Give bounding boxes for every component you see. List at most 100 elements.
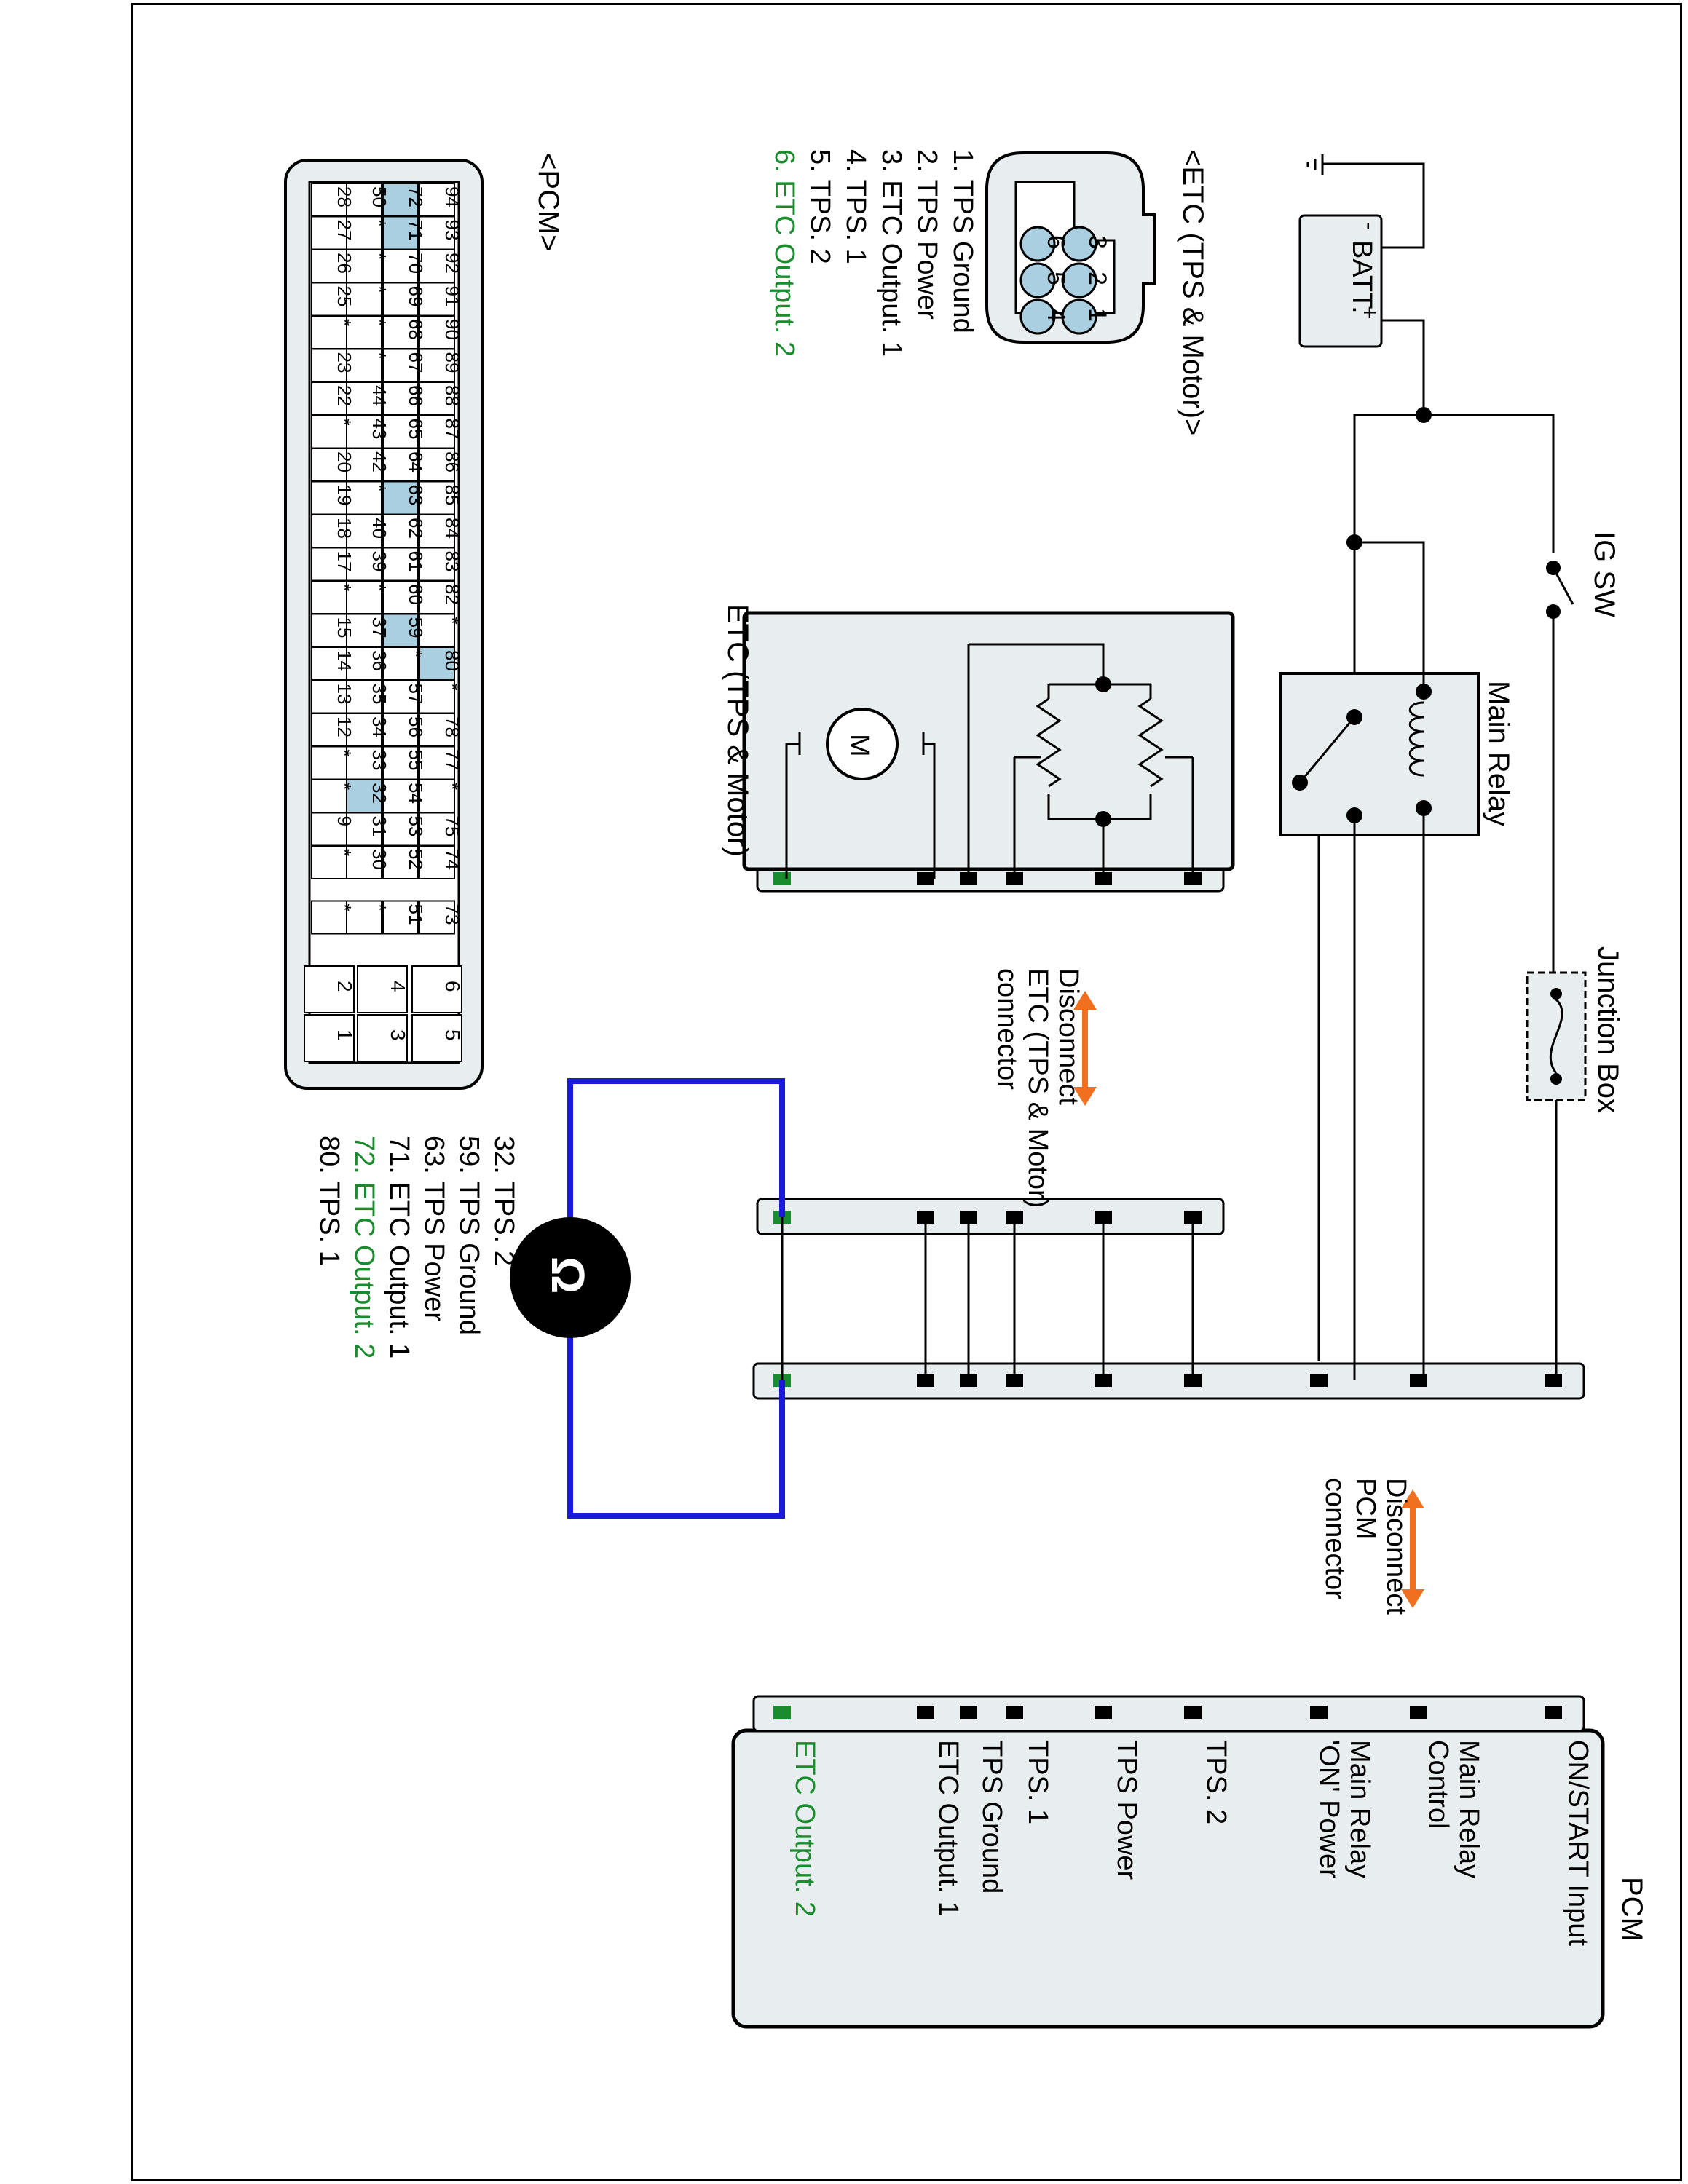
- pcm-pin-number-0-10: 84: [441, 518, 463, 539]
- pcm-pin-cell-0-15: [419, 679, 455, 714]
- pcm-pin-number-2-2: *: [368, 253, 390, 260]
- pcm-pin-number-0-0: 94: [441, 186, 463, 207]
- pcm-pin-number-1-14: *: [405, 650, 427, 657]
- pcm-pin-cell-3-13: [311, 613, 347, 648]
- pcm-pin-cell-3-14: [311, 646, 347, 681]
- etc-legend-4: 4. TPS. 1: [840, 149, 871, 264]
- pcm-pin-cell-3-11: [311, 547, 347, 582]
- pcm-pin-number-3-6: 22: [334, 385, 355, 406]
- pcm-pin-cell-1-14: [382, 646, 419, 681]
- pcm-pin-cell-0-9: [419, 480, 455, 515]
- disconnect-etc-arrow-head-b: [1073, 1087, 1097, 1106]
- ig-sw-blade: [1552, 567, 1574, 605]
- pcm-pin-number-1-0: 72: [405, 186, 427, 207]
- pcm-pin-number-0-12: 82: [441, 584, 463, 605]
- pcm-pin-number-3-2: 26: [334, 253, 355, 274]
- pcm-legend-1: 32. TPS. 2: [489, 1136, 519, 1266]
- etc-component-pin-6: [773, 872, 791, 885]
- pcm-small-number-1: 1: [334, 1029, 356, 1041]
- pcm-pin-cell-3-12: [311, 580, 347, 614]
- disconnect-etc-text-2: ETC (TPS & Motor): [1022, 968, 1053, 1208]
- relay-coil-top: [1416, 684, 1432, 700]
- pcm-pin-number-2-6: 44: [368, 385, 390, 406]
- pcm-pin-number-0-15: *: [441, 684, 463, 691]
- ig-sw-feed: [1424, 414, 1555, 553]
- pcm-pin-cell-0-11: [419, 547, 455, 582]
- fuse-element: [1549, 998, 1563, 1074]
- pcm-pin-cell-1-19: [382, 812, 419, 847]
- pcm-pin-number-0-6: 88: [441, 385, 463, 406]
- etc-legend-1: 1. TPS Ground: [947, 149, 978, 333]
- pcm-pin-5: [1095, 1706, 1112, 1719]
- relay-coil-feed: [1354, 541, 1425, 692]
- pcm-pin-number-0-21: 73: [441, 904, 463, 925]
- pcm-pin-cell-2-15: [346, 679, 382, 714]
- etc-legend-5: 5. TPS. 2: [805, 149, 835, 264]
- tps-power-wire: [969, 643, 1105, 684]
- pcm-pin-cell-0-12: [419, 580, 455, 614]
- pcm-pin-number-0-7: 87: [441, 419, 463, 440]
- pcm-pin-cell-3-21: [311, 900, 347, 935]
- pcm-pin-number-1-19: 53: [405, 816, 427, 837]
- pcm-pin-number-1-12: 60: [405, 584, 427, 605]
- pcm-pin-9: [773, 1706, 791, 1719]
- fuse-terminal-b: [1550, 1073, 1562, 1085]
- pcm-small-number-3: 3: [387, 1029, 409, 1041]
- pcm-small-cell-3: [357, 1014, 408, 1062]
- pcm-pin-label-2: Control: [1423, 1740, 1454, 1829]
- pcm-pin-number-3-18: *: [334, 783, 355, 790]
- pcm-pin-number-1-15: 57: [405, 684, 427, 705]
- pcm-pin-2: [1410, 1706, 1427, 1719]
- disconnect-etc-text-3: connector: [992, 968, 1022, 1090]
- pcm-pin-cell-2-20: [346, 845, 382, 879]
- pcm-legend-5: 72. ETC Output. 2: [349, 1136, 379, 1358]
- disconnect-pcm-text-2: PCM: [1350, 1478, 1381, 1539]
- pcm-pin-number-2-11: 39: [368, 551, 390, 572]
- pcm-pin-number-3-12: *: [334, 584, 355, 591]
- pcm-pin-cell-1-4: [382, 315, 419, 349]
- pcm-pin-number-0-18: *: [441, 783, 463, 790]
- pcm-pin-number-1-7: 65: [405, 419, 427, 440]
- pcm-pin-cell-3-9: [311, 480, 347, 515]
- pcm-pin-number-3-8: 20: [334, 451, 355, 472]
- pcm-pin-number-0-8: 86: [441, 451, 463, 472]
- pcm-pin-number-0-11: 83: [441, 551, 463, 572]
- pcm-pin-number-3-1: 27: [334, 220, 355, 241]
- pcm-pin-number-2-21: *: [368, 904, 390, 911]
- pcm-pin-number-2-15: 35: [368, 684, 390, 705]
- pcm-pin-8: [917, 1706, 934, 1719]
- tps-resistor-2: [1137, 697, 1164, 788]
- pcm-pin-number-1-17: 55: [405, 750, 427, 771]
- pcm-pin-cell-0-16: [419, 713, 455, 747]
- pcm-pin-cell-3-16: [311, 713, 347, 747]
- pcm-pin-number-3-7: *: [334, 419, 355, 426]
- pcm-pin-number-0-16: 78: [441, 716, 463, 737]
- pcm-pin-number-1-2: 70: [405, 253, 427, 274]
- fuse-terminal-a: [1550, 988, 1562, 1000]
- pcm-pin-number-0-17: 77: [441, 750, 463, 771]
- etc-connector-pin-label-1: 1: [1084, 308, 1111, 322]
- pcm-pin-number-3-4: *: [334, 319, 355, 326]
- pcm-connector-strip: [752, 1695, 1585, 1733]
- pcm-legend-2: 59. TPS Ground: [454, 1136, 484, 1335]
- pcm-pin-number-2-12: *: [368, 584, 390, 591]
- pcm-pin-cell-0-17: [419, 745, 455, 780]
- meter-lead-b: [567, 1310, 785, 1519]
- pcm-pin-number-2-9: *: [368, 485, 390, 492]
- pcm-pin-number-3-13: 15: [334, 617, 355, 638]
- pcm-pin-cell-2-13: [346, 613, 382, 648]
- pcm-harness-pin-3: [1310, 1374, 1328, 1387]
- etc-connector-pin-label-5: 5: [1042, 272, 1070, 285]
- tps-resistor-1: [1036, 697, 1062, 788]
- pcm-pin-3: [1310, 1706, 1328, 1719]
- etc-connector-title: <ETC (TPS & Motor)>: [1177, 149, 1209, 435]
- pcm-pin-number-1-13: 59: [405, 617, 427, 638]
- pcm-legend-3: 63. TPS Power: [419, 1136, 449, 1321]
- pcm-pin-cell-1-2: [382, 249, 419, 283]
- etc-legend-2: 2. TPS Power: [912, 149, 942, 320]
- pcm-pin-number-1-9: 63: [405, 485, 427, 506]
- diagram-border: [131, 3, 1682, 2181]
- pcm-pin-cell-3-19: [311, 812, 347, 847]
